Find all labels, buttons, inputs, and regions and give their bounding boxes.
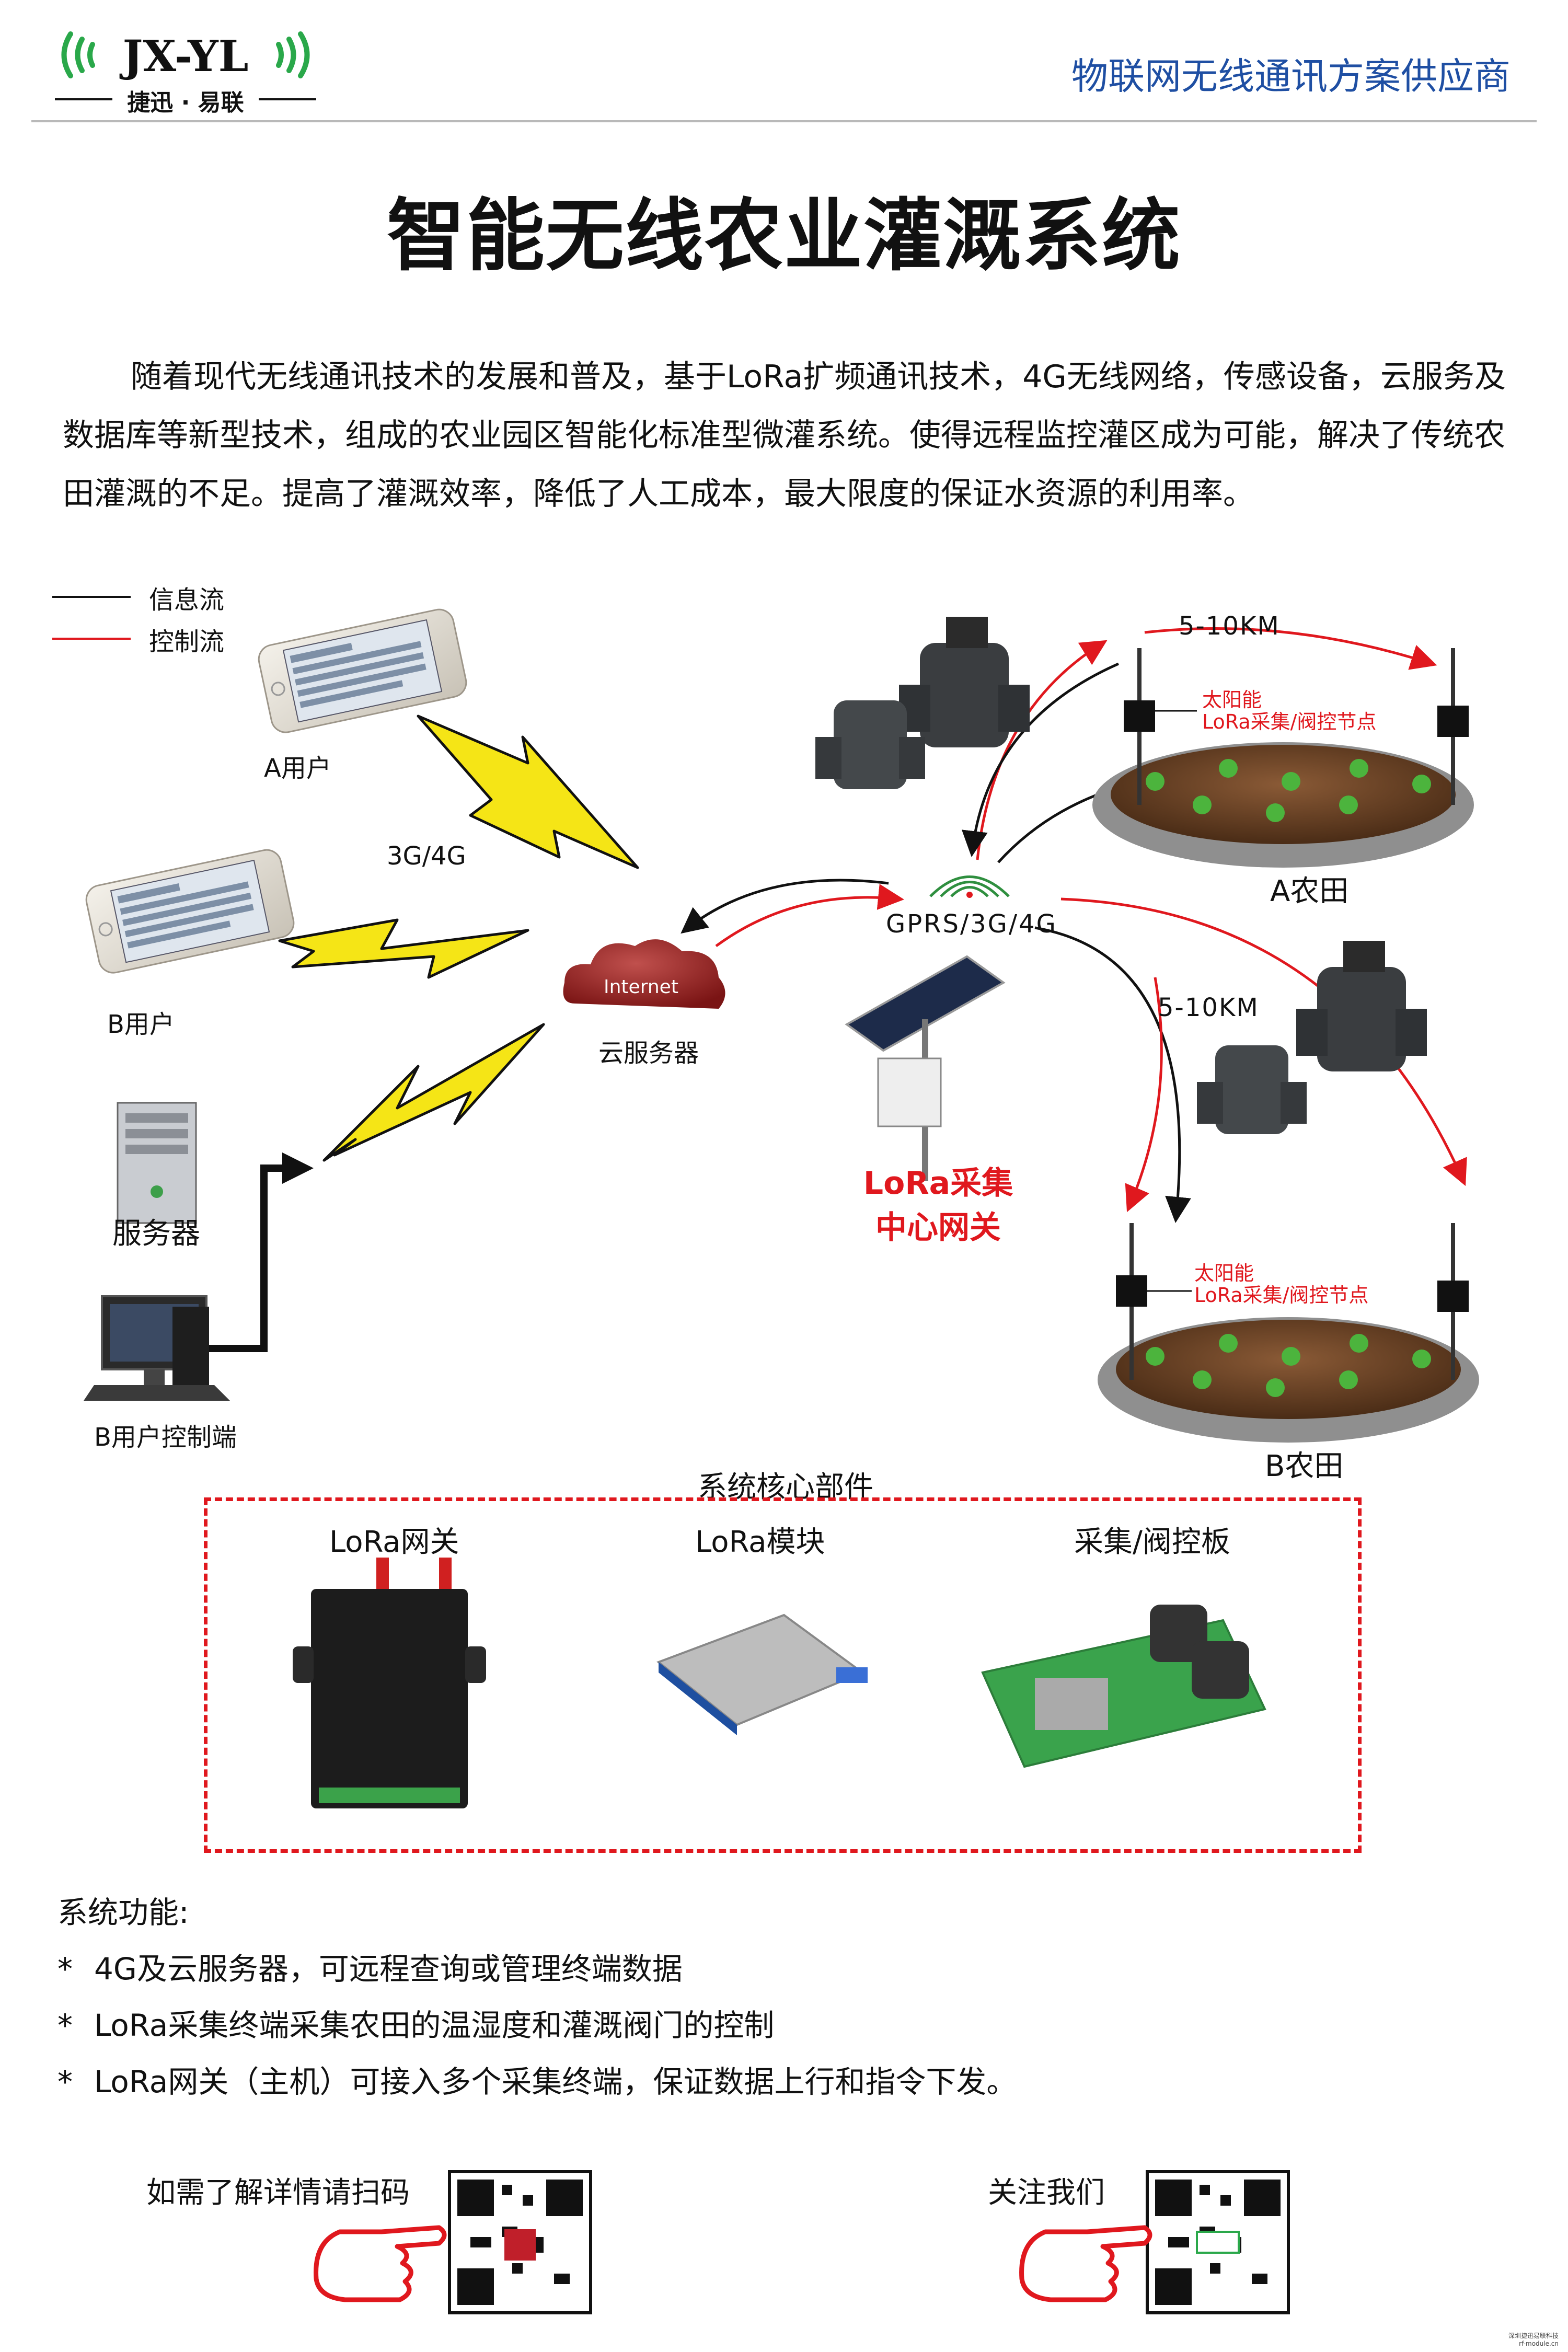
lightning-bolt-icon	[278, 918, 529, 979]
farm-a-field	[1092, 742, 1474, 868]
legend-info-label: 信息流	[149, 585, 225, 615]
node-b-label-line1: 太阳能	[1194, 1262, 1254, 1285]
server-tower-icon	[117, 1102, 197, 1224]
intro-paragraph: 随着现代无线通讯技术的发展和普及，基于LoRa扩频通讯技术，4G无线网络，传感设…	[63, 359, 1506, 512]
features-heading: 系统功能:	[57, 1895, 189, 1930]
phone-b-icon	[85, 849, 295, 974]
farm-b-label: B农田	[1265, 1449, 1344, 1483]
lora-gateway-device-icon	[293, 1558, 486, 1808]
legend-info-line	[52, 596, 131, 598]
gateway-label-line1: LoRa采集	[863, 1165, 1013, 1202]
feature-text: 4G及云服务器，可远程查询或管理终端数据	[94, 1951, 683, 1987]
header-divider	[31, 120, 1537, 122]
desktop-computer-icon	[84, 1295, 230, 1401]
logo-rule-right	[259, 98, 316, 100]
lightning-bolt-icon	[417, 714, 639, 869]
fineprint-line: rf-module.cn	[1519, 2340, 1559, 2347]
gateway-label-line2: 中心网关	[875, 1209, 1001, 1246]
node-b-label-line2: LoRa采集/阀控节点	[1194, 1284, 1369, 1307]
cloud-text: Internet	[604, 976, 678, 998]
core-item-label: LoRa模块	[695, 1525, 825, 1559]
gprs-label: GPRS/3G/4G	[886, 909, 1057, 939]
features-list: 系统功能: *4G及云服务器，可远程查询或管理终端数据 *LoRa采集终端采集农…	[57, 1884, 1017, 2110]
network-label: 3G/4G	[387, 841, 466, 871]
client-label: B用户控制端	[94, 1423, 237, 1452]
page-title: 智能无线农业灌溉系统	[386, 191, 1181, 282]
list-item: *4G及云服务器，可远程查询或管理终端数据	[57, 1951, 683, 1987]
distance-b-label: 5-10KM	[1158, 993, 1259, 1022]
company-tagline: 物联网无线通讯方案供应商	[1071, 55, 1511, 98]
core-item-label: 采集/阀控板	[1074, 1525, 1230, 1559]
user-b-label: B用户	[107, 1010, 175, 1039]
distance-a-label: 5-10KM	[1179, 612, 1280, 641]
lightning-bolt-icon	[322, 1023, 545, 1162]
follow-prompt: 关注我们	[988, 2176, 1105, 2210]
node-a-label-line2: LoRa采集/阀控节点	[1202, 710, 1377, 733]
phone-a-icon	[258, 608, 467, 733]
footer-fineprint: 深圳捷迅易联科技 rf-module.cn	[1508, 2331, 1559, 2347]
gateway-station-icon	[845, 955, 1006, 1181]
cloud-icon	[563, 939, 725, 1009]
lora-module-icon	[656, 1613, 868, 1735]
feature-text: LoRa网关（主机）可接入多个采集终端，保证数据上行和指令下发。	[94, 2064, 1017, 2100]
farm-b-field	[1098, 1317, 1479, 1443]
qr-code-icon	[448, 2170, 592, 2314]
qr-code-icon	[1146, 2170, 1290, 2314]
logo-subtitle: 捷迅 · 易联	[127, 89, 244, 116]
core-item-label: LoRa网关	[329, 1525, 459, 1559]
cloud-label: 云服务器	[598, 1039, 699, 1068]
core-components-box	[204, 1497, 1362, 1853]
pointing-hand-icon	[1019, 2225, 1152, 2302]
company-logo: JX-YL 捷迅 · 易联	[50, 16, 321, 116]
legend-control-line	[52, 638, 131, 640]
control-board-icon	[981, 1605, 1266, 1768]
pointing-hand-icon	[314, 2225, 447, 2302]
logo-wordmark: JX-YL	[122, 31, 249, 82]
list-item: *LoRa采集终端采集农田的温湿度和灌溉阀门的控制	[57, 2008, 775, 2043]
legend-control-label: 控制流	[149, 627, 225, 656]
farm-a-label: A农田	[1270, 874, 1349, 908]
feature-text: LoRa采集终端采集农田的温湿度和灌溉阀门的控制	[94, 2008, 775, 2043]
node-a-label-line1: 太阳能	[1202, 688, 1262, 711]
scan-prompt: 如需了解详情请扫码	[146, 2176, 410, 2210]
logo-rule-left	[55, 98, 112, 100]
server-label: 服务器	[112, 1217, 200, 1251]
valve-icon	[815, 617, 1030, 789]
solar-node-icon	[1124, 648, 1469, 805]
user-a-label: A用户	[264, 754, 331, 783]
valve-icon	[1197, 941, 1427, 1134]
list-item: *LoRa网关（主机）可接入多个采集终端，保证数据上行和指令下发。	[57, 2064, 1017, 2100]
signal-icon	[929, 875, 1010, 898]
fineprint-line: 深圳捷迅易联科技	[1508, 2332, 1559, 2339]
